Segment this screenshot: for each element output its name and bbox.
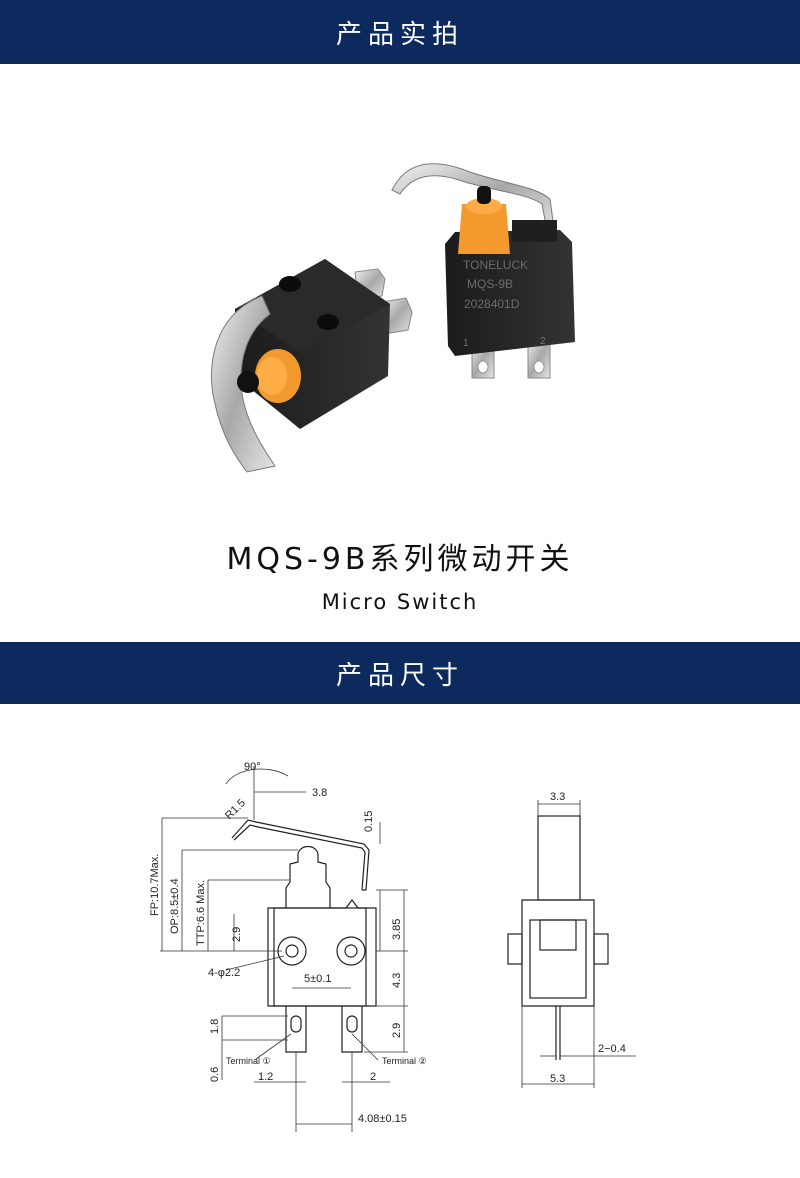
product-photo: TONELUCK MQS-9B 2028401D 1 2	[211, 163, 575, 473]
photo-code-label: 2028401D	[464, 297, 520, 311]
side-width-label: 5.3	[550, 1073, 565, 1085]
dimension-section-title: 产品尺寸	[335, 660, 464, 691]
right-switch: TONELUCK MQS-9B 2028401D 1 2	[391, 163, 575, 379]
dimension-section-banner: 产品尺寸	[0, 642, 800, 704]
side-view	[507, 815, 609, 1060]
terminal-slot-width-label: 0.6	[209, 1067, 221, 1082]
terminal-gap-label: 2	[370, 1071, 376, 1083]
side-dimension-lines	[521, 800, 636, 1088]
front-dimension-lines	[160, 766, 408, 1132]
lower-height-label: 4.3	[391, 973, 403, 988]
terminal-offset-label: 1.2	[258, 1071, 273, 1083]
photo-model-label: MQS-9B	[467, 277, 513, 291]
upper-height-label: 3.85	[391, 919, 403, 940]
side-pin-label: 2−0.4	[598, 1043, 626, 1055]
terminal1-label: Terminal ①	[226, 1056, 271, 1066]
side-top-width-label: 3.3	[550, 791, 565, 803]
photo-pin2-label: 2	[540, 336, 546, 347]
angle-label: 90°	[244, 761, 261, 773]
lever-thickness-label: 0.15	[363, 811, 375, 832]
terminal-pitch-label: 4.08±0.15	[358, 1113, 407, 1125]
photo-section-title: 产品实拍	[335, 19, 464, 50]
operating-position-label: OP:8.5±0.4	[169, 878, 181, 934]
lever-offset-label: 3.8	[312, 787, 327, 799]
product-subtitle: Micro Switch	[321, 590, 479, 614]
hole-spacing-label: 5±0.1	[304, 973, 331, 985]
terminal-length-label: 2.9	[391, 1023, 403, 1038]
total-travel-label: TTP:6.6 Max.	[195, 880, 207, 946]
free-position-label: FP:10.7Max.	[149, 854, 161, 916]
photo-section-banner: 产品实拍	[0, 0, 800, 64]
dimension-drawing: 90° R1.5 3.8 0.15 FP:10.7Max. OP:8.5±0.4…	[149, 761, 636, 1132]
left-switch	[211, 259, 413, 473]
photo-pin1-label: 1	[463, 338, 469, 349]
hole-height-label: 2.9	[231, 927, 243, 942]
terminal-slot-label: 1.8	[209, 1019, 221, 1034]
photo-brand-label: TONELUCK	[463, 258, 528, 272]
front-view	[231, 819, 377, 1053]
product-title: MQS-9B系列微动开关	[226, 542, 574, 577]
terminal2-label: Terminal ②	[382, 1056, 427, 1066]
hole-spec-label: 4-φ2.2	[208, 967, 240, 979]
